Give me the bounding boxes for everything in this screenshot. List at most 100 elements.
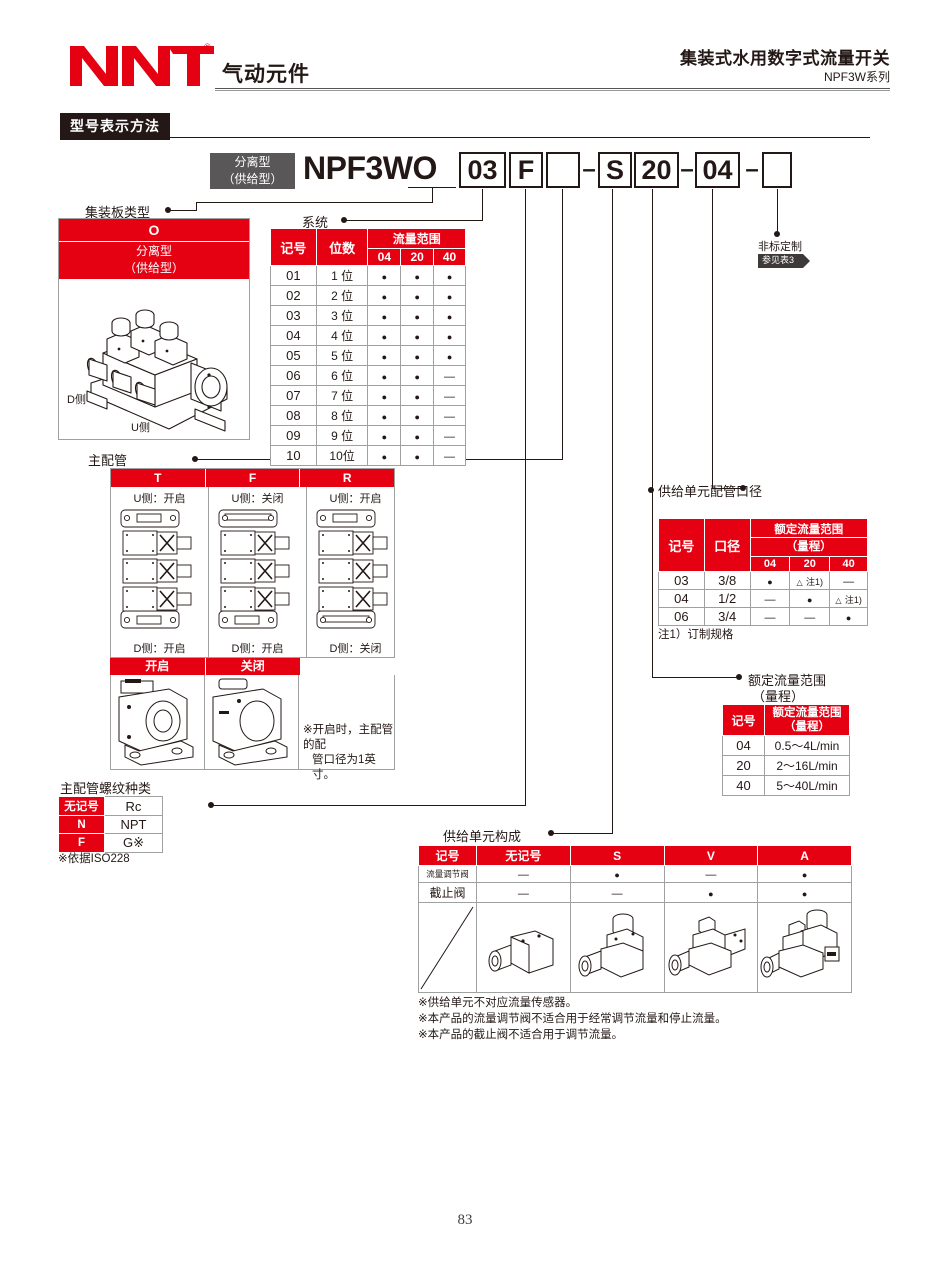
cell-04: ● <box>367 425 402 446</box>
model-dash-2: – <box>680 156 694 183</box>
leader-manifold-v2 <box>196 202 198 210</box>
cell-04: ● <box>367 385 402 406</box>
system-th-40: 40 <box>433 248 466 266</box>
leader-manifold-dot <box>165 207 171 213</box>
cell-mark: 02 <box>270 285 317 306</box>
cell-mark: 10 <box>270 445 317 466</box>
manifold-name-line2: （供给型） <box>123 261 184 275</box>
cell-value: — <box>476 882 571 903</box>
leader-supplyunit-h <box>552 833 613 835</box>
cell-range: 2～16L/min <box>764 755 850 776</box>
leader-thread-dot <box>208 802 214 808</box>
thread-caption: 主配管螺纹种类 <box>60 781 152 796</box>
ratedflow-caption-line2: （量程） <box>752 689 805 704</box>
model-box-system: 03 <box>459 152 506 188</box>
supplyport-th-rated1: 额定流量范围 <box>749 518 869 538</box>
mainpipe-u-F: U侧：关闭 <box>231 493 284 505</box>
cell-20: ● <box>789 589 831 608</box>
supplyunit-table-body: 流量调节阀—●—●截止阀——●● <box>418 865 852 903</box>
cell-40: — <box>433 405 466 426</box>
cell-04: ● <box>367 265 402 286</box>
mainpipe-note: ※开启时，主配管的配 管口径为1英寸。 <box>303 723 397 783</box>
leader-thread-v <box>525 189 527 806</box>
leader-thread-h <box>212 805 526 807</box>
model-box-supplyunit: S <box>598 152 632 188</box>
manifold-illustration: D侧 U侧 <box>59 279 249 439</box>
cell-value: ● <box>569 865 665 883</box>
cell-range: 5～40L/min <box>764 775 850 796</box>
cell-value: — <box>569 882 665 903</box>
cell-40: ● <box>829 607 868 626</box>
supplyunit-th-s: S <box>569 845 665 866</box>
mainpipe-state-photos: ※开启时，主配管的配 管口径为1英寸。 <box>110 675 395 781</box>
cell-20: ● <box>400 405 435 426</box>
mainpipe-caption: 主配管 <box>88 453 128 468</box>
leader-supplyunit-v <box>612 189 614 834</box>
cell-row-label: 截止阀 <box>418 882 477 903</box>
supplyunit-th-v: V <box>663 845 759 866</box>
supplyport-caption: 供给单元配管口径 <box>658 484 763 499</box>
supplyunit-img-v <box>663 902 759 993</box>
supplyport-th-40: 40 <box>829 556 868 572</box>
cell-mark: 03 <box>270 305 317 326</box>
section-divider <box>60 137 870 138</box>
manifold-side-u: U侧 <box>131 422 150 434</box>
manifold-side-d: D侧 <box>67 394 86 406</box>
leader-supplyport-v <box>712 189 714 489</box>
mainpipe-code-R: R <box>300 469 395 487</box>
page-header: ® 气动元件 集装式水用数字式流量开关 NPF3W系列 <box>0 0 930 100</box>
supplyunit-header-row: 记号 无记号 S V A <box>418 845 852 866</box>
mainpipe-cell-R: U侧：开启 <box>307 487 404 658</box>
supplyunit-th-mark: 记号 <box>418 845 477 866</box>
registered-mark: ® <box>204 42 211 52</box>
cell-bore: 3/4 <box>703 607 751 626</box>
ratedflow-th-range-l1: 额定流量范围 <box>772 707 842 719</box>
model-dash-3: – <box>745 156 759 183</box>
cell-mark: 无记号 <box>58 796 105 816</box>
supplyport-th-04: 04 <box>749 556 791 572</box>
supplyunit-note-3: ※本产品的截止阀不适合用于调节流量。 <box>418 1029 624 1041</box>
leader-custom-dot <box>774 231 780 237</box>
cell-value: ● <box>663 882 759 903</box>
cell-positions: 8 位 <box>315 405 369 426</box>
leader-mainpipe-dot <box>192 456 198 462</box>
ratedflow-th-mark: 记号 <box>722 704 765 736</box>
leader-system-v <box>482 189 484 221</box>
mainpipe-note-line2: 管口径为1英寸。 <box>312 754 376 781</box>
cell-mark: 04 <box>658 589 705 608</box>
product-series: NPF3W系列 <box>823 70 890 84</box>
cell-40: — <box>433 365 466 386</box>
system-th-mark: 记号 <box>270 228 317 266</box>
mainpipe-note-cell: ※开启时，主配管的配 管口径为1英寸。 <box>299 675 394 781</box>
system-th-flowrange: 流量范围 <box>367 228 466 249</box>
cell-mark: 09 <box>270 425 317 446</box>
leader-ratedflow-dot <box>736 674 742 680</box>
manifold-name: 分离型 （供给型） <box>59 241 249 279</box>
leader-system-h <box>345 220 483 222</box>
cell-40: ● <box>433 345 466 366</box>
manifold-caption: 集装板类型 <box>85 205 151 220</box>
supplyport-th-bore: 口径 <box>703 518 751 572</box>
thread-note: ※依据ISO228 <box>58 853 130 865</box>
see-table3-badge[interactable]: 参见表3 <box>758 254 811 268</box>
manifold-panel: O 分离型 （供给型） <box>58 218 250 440</box>
leader-supplyunit-dot <box>548 830 554 836</box>
cell-04: ● <box>367 365 402 386</box>
mainpipe-cell-F: U侧：关闭 <box>209 487 307 658</box>
leader-ratedflow-v <box>652 189 654 678</box>
cell-20: ● <box>400 305 435 326</box>
cell-40: — <box>433 385 466 406</box>
cell-04: ● <box>367 305 402 326</box>
